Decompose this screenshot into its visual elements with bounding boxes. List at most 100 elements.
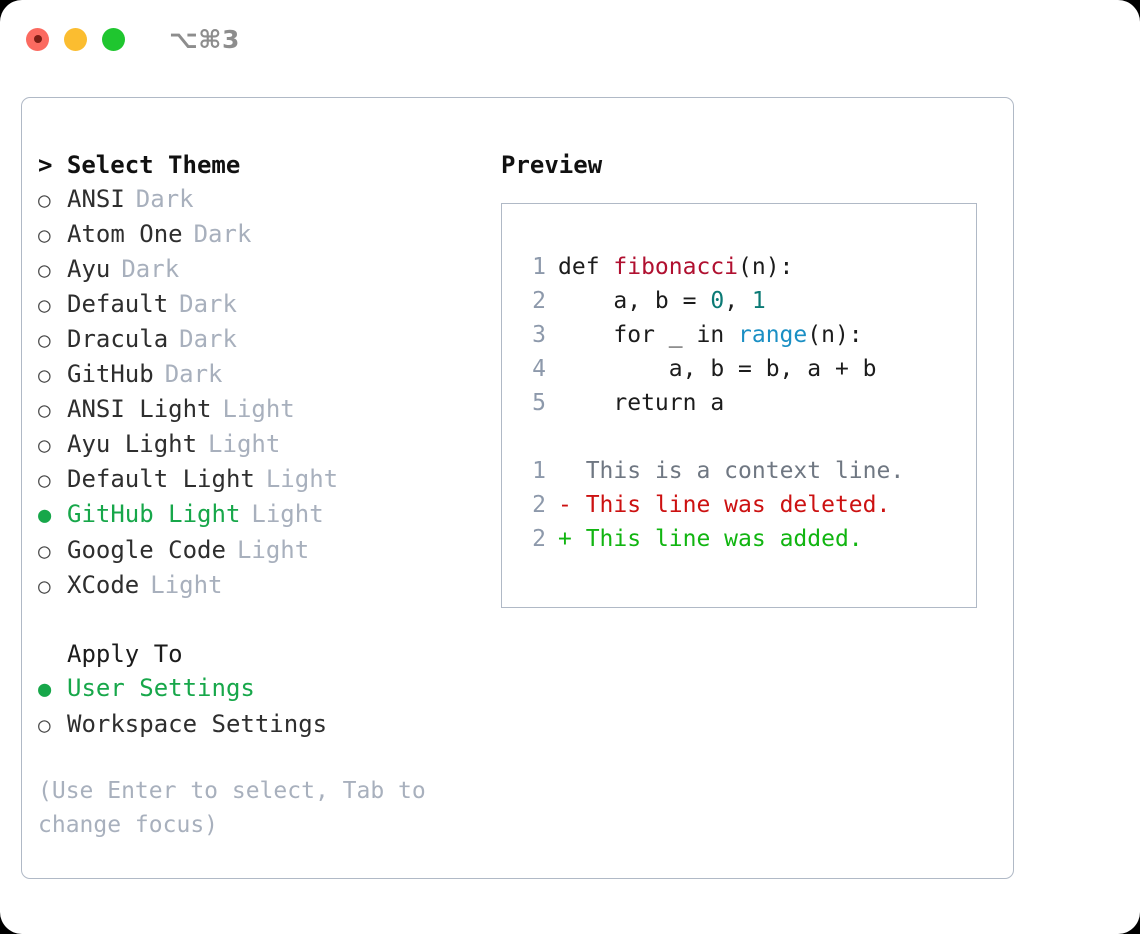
apply-to-option-workspace-settings[interactable]: ○ Workspace Settings: [38, 707, 498, 742]
theme-option-github-light[interactable]: ● GitHub Light Light: [38, 497, 498, 533]
radio-unselected-icon: ○: [38, 293, 51, 317]
minimize-button-icon[interactable]: [64, 27, 87, 51]
diff-marker: -: [558, 492, 586, 518]
code-line: 2 a, b = 0, 1: [520, 284, 970, 318]
radio-selected-icon: ●: [38, 503, 52, 528]
theme-option-atom-one[interactable]: ○ Atom One Dark: [38, 217, 498, 252]
code-line: 4 a, b = b, a + b: [520, 352, 970, 386]
code-line-content: a, b = 0, 1: [558, 284, 766, 318]
preview-heading: Preview: [501, 151, 603, 179]
theme-option-badge: Light: [150, 571, 223, 599]
theme-option-badge: Light: [222, 395, 295, 423]
diff-line-context: 1 This is a context line.: [520, 454, 970, 488]
code-line-number: 4: [532, 356, 546, 382]
radio-selected-icon: ●: [38, 677, 52, 702]
code-token-plain: (n):: [807, 322, 863, 348]
radio-unselected-icon: ○: [38, 468, 51, 492]
theme-option-label: Default Light: [67, 465, 255, 493]
radio-unselected-icon: ○: [38, 398, 51, 422]
code-line-number: 5: [532, 390, 546, 416]
theme-option-label: Dracula: [67, 325, 169, 353]
section-spacer: [38, 603, 498, 637]
keyboard-shortcut-label: ⌥⌘3: [169, 24, 240, 54]
code-token-plain: (n):: [738, 254, 794, 280]
theme-option-google-code[interactable]: ○ Google Code Light: [38, 533, 498, 568]
theme-option-badge: Light: [251, 500, 324, 528]
title-bar: ⌥⌘3: [0, 0, 1140, 78]
close-button-icon[interactable]: [26, 27, 49, 51]
code-line-content: a, b = b, a + b: [558, 352, 877, 386]
code-token-call: range: [738, 322, 808, 348]
theme-option-badge: Light: [208, 430, 281, 458]
code-line: 1 def fibonacci(n):: [520, 250, 970, 284]
code-token-plain: return a: [558, 390, 725, 416]
code-line: 3 for _ in range(n):: [520, 318, 970, 352]
code-token-num: 0: [710, 288, 725, 314]
diff-line-text: This line was added.: [585, 526, 863, 552]
radio-unselected-icon: ○: [38, 258, 51, 282]
apply-to-option-user-settings[interactable]: ● User Settings: [38, 671, 498, 707]
code-token-plain: a, b = b, a + b: [558, 356, 877, 382]
radio-unselected-icon: ○: [38, 539, 51, 563]
diff-line-text: This line was deleted.: [585, 492, 891, 518]
theme-option-default-light[interactable]: ○ Default Light Light: [38, 462, 498, 497]
code-line-content: return a: [558, 386, 724, 420]
theme-option-badge: Light: [265, 465, 339, 493]
diff-marker: +: [558, 526, 586, 552]
diff-line-text: This is a context line.: [585, 458, 905, 484]
code-line: 5 return a: [520, 386, 970, 420]
apply-to-heading: Apply To: [67, 640, 183, 668]
radio-unselected-icon: ○: [38, 188, 51, 212]
theme-option-badge: Light: [236, 536, 310, 564]
window-controls: [26, 27, 125, 51]
radio-unselected-icon: ○: [38, 223, 51, 247]
theme-option-badge: Dark: [135, 185, 194, 213]
diff-line-number: 1: [532, 458, 546, 484]
radio-unselected-icon: ○: [38, 713, 51, 737]
code-token-plain: a, b =: [558, 288, 711, 314]
code-token-fn: fibonacci: [613, 254, 739, 280]
apply-to-option-label: Workspace Settings: [67, 710, 328, 738]
theme-option-ansi[interactable]: ○ ANSI Dark: [38, 182, 498, 217]
theme-option-label: ANSI: [67, 185, 125, 213]
diff-line-number: 2: [532, 492, 546, 518]
theme-option-label: Ayu Light: [67, 430, 198, 458]
theme-option-label: GitHub Light: [67, 500, 241, 528]
apply-to-option-label: User Settings: [67, 674, 255, 702]
code-token-plain: for _ in: [558, 322, 739, 348]
theme-option-label: Atom One: [67, 220, 183, 248]
theme-option-label: GitHub: [67, 360, 154, 388]
code-token-plain: ,: [724, 288, 752, 314]
diff-line-deleted: 2- This line was deleted.: [520, 488, 970, 522]
theme-option-badge: Dark: [179, 290, 237, 318]
theme-option-label: Ayu: [67, 255, 111, 283]
diff-marker: [558, 454, 586, 488]
theme-option-badge: Dark: [193, 220, 252, 248]
code-token-num: 1: [751, 288, 766, 314]
code-line-content: def fibonacci(n):: [558, 250, 793, 284]
theme-option-label: Google Code: [67, 536, 226, 564]
code-line-number: 2: [532, 288, 546, 314]
radio-unselected-icon: ○: [38, 328, 51, 352]
keyboard-hint-text: (Use Enter to select, Tab to change focu…: [38, 778, 440, 838]
maximize-button-icon[interactable]: [102, 27, 125, 51]
theme-option-label: XCode: [67, 571, 140, 599]
code-line-number: 1: [532, 254, 546, 280]
theme-option-ayu[interactable]: ○ Ayu Dark: [38, 252, 498, 287]
theme-option-badge: Dark: [121, 255, 180, 283]
code-diff-gap: [520, 420, 970, 454]
